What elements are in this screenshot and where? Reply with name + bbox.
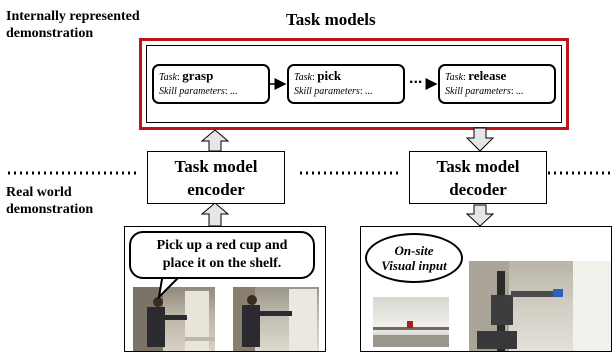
task-models-frame	[139, 38, 569, 130]
real-label-line2: demonstration	[6, 202, 94, 217]
human-demo-panel: Pick up a red cup and place it on the sh…	[124, 226, 326, 352]
real-demo-label: Real world demonstration	[6, 184, 93, 218]
task-box-grasp: Task: grasp Skill parameters: ...	[152, 64, 270, 104]
up-arrow-icon	[200, 129, 230, 152]
down-arrow-icon	[465, 127, 495, 152]
task-prefix: Task	[445, 72, 463, 83]
task-model-encoder: Task model encoder	[147, 151, 285, 204]
task-box-release: Task: release Skill parameters: ...	[438, 64, 556, 104]
task-name-release: release	[468, 68, 507, 83]
instruction-line2: place it on the shelf.	[162, 256, 282, 271]
task-chain-ellipsis: ...	[409, 70, 423, 87]
skill-params-label: Skill parameters	[159, 86, 225, 97]
instruction-line1: Pick up a red cup and	[156, 238, 288, 253]
visual-input-line2: Visual input	[381, 258, 447, 273]
instruction-bubble: Pick up a red cup and place it on the sh…	[129, 231, 315, 279]
task-prefix: Task	[294, 72, 312, 83]
visual-input-line1: On-site	[394, 243, 434, 258]
down-arrow-icon	[465, 204, 495, 227]
internal-label-line2: demonstration	[6, 26, 94, 41]
robot-execution-panel: On-site Visual input	[360, 226, 612, 352]
task-name-grasp: grasp	[182, 68, 214, 83]
up-arrow-icon	[200, 202, 230, 227]
decoder-line1: Task model	[436, 156, 520, 176]
task-model-decoder: Task model decoder	[409, 151, 547, 204]
task-models-title: Task models	[286, 10, 376, 29]
task-prefix: Task	[159, 72, 177, 83]
encoder-line1: Task model	[174, 156, 258, 176]
skill-params-label: Skill parameters	[294, 86, 360, 97]
real-label-line1: Real world	[6, 185, 72, 200]
decoder-line2: decoder	[449, 179, 507, 199]
visual-input-label: On-site Visual input	[365, 233, 463, 283]
internal-demo-label: Internally represented demonstration	[6, 8, 140, 42]
human-demo-photo-2	[233, 287, 319, 351]
internal-label-line1: Internally represented	[6, 9, 140, 24]
task-box-pick: Task: pick Skill parameters: ...	[287, 64, 405, 104]
task-name-pick: pick	[317, 68, 342, 83]
skill-params-label: Skill parameters	[445, 86, 511, 97]
encoder-line2: encoder	[187, 179, 245, 199]
robot-photo	[469, 261, 611, 351]
visual-input-photo	[373, 297, 449, 347]
human-demo-photo-1	[133, 287, 215, 351]
